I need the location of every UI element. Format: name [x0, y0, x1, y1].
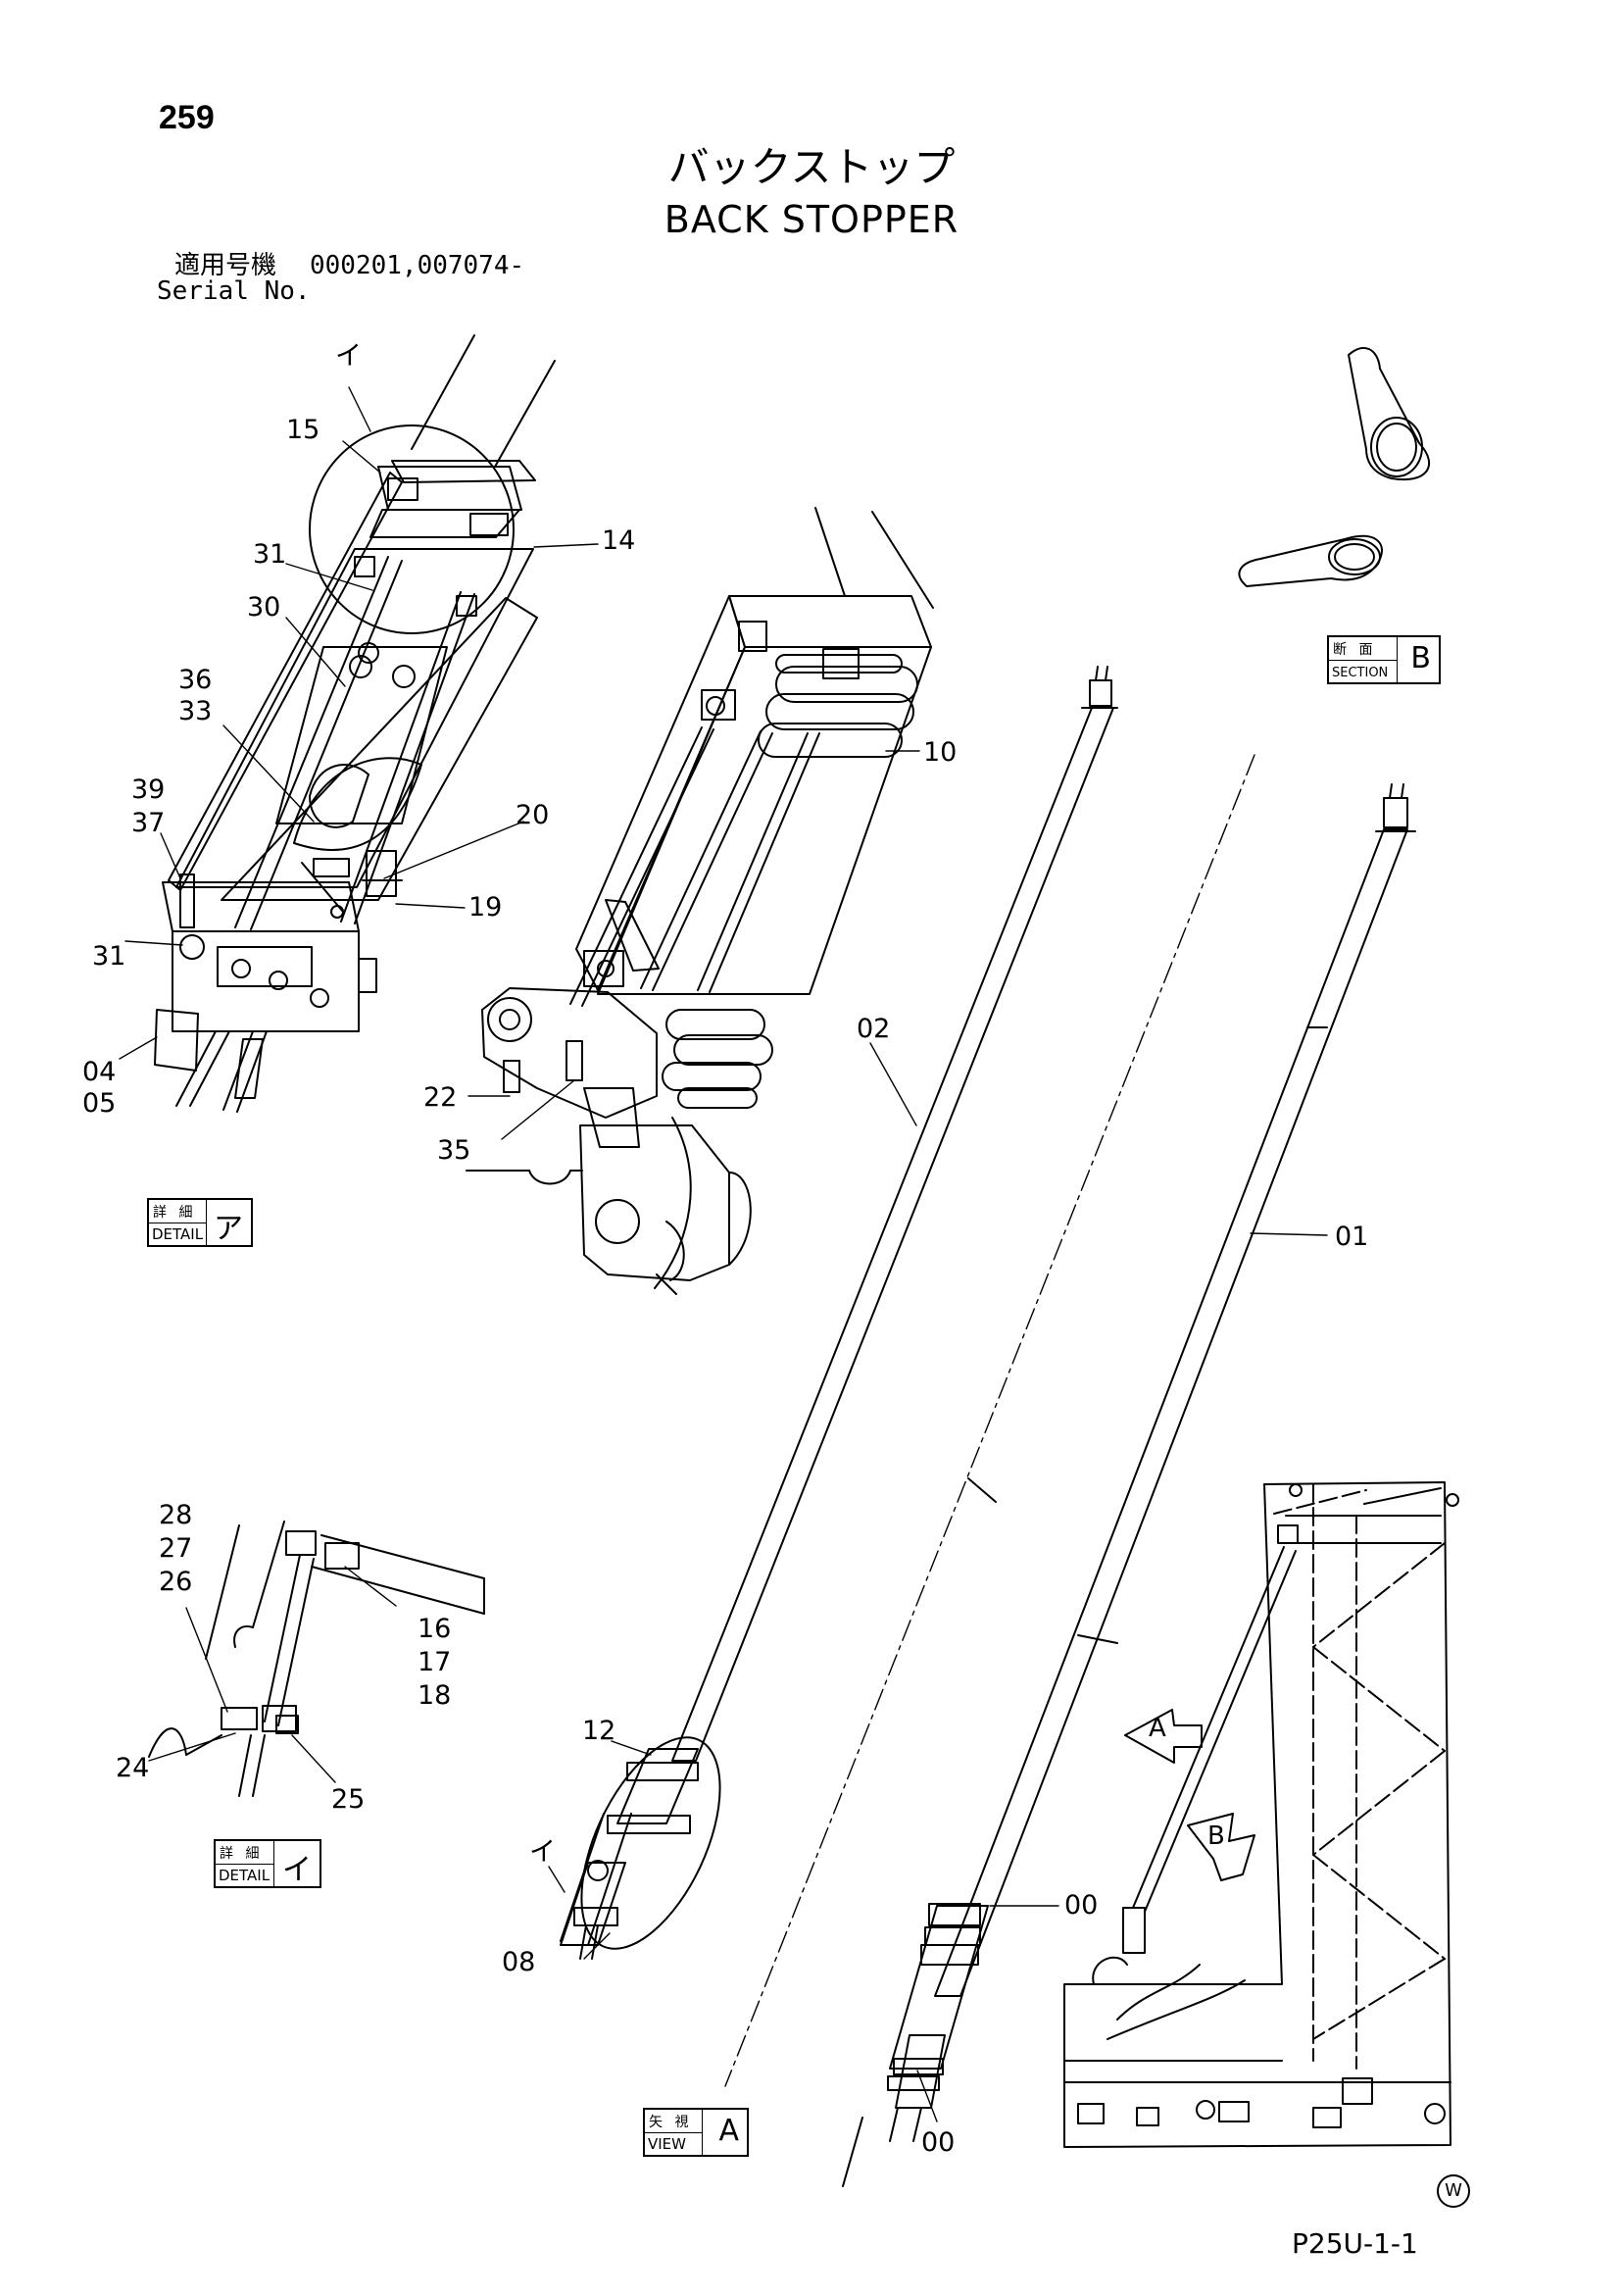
callout-25: 25 [331, 1784, 366, 1815]
callout-12: 12 [582, 1716, 616, 1746]
callout-35: 35 [437, 1135, 471, 1166]
watermark-w: W [1437, 2174, 1470, 2208]
detail-i-drawing [149, 1522, 484, 1796]
sheet-code: P25U-1-1 [1292, 2227, 1418, 2260]
view-b-marker: B [1207, 1822, 1225, 1851]
callout-01: 01 [1335, 1222, 1369, 1252]
detail-a-drawing [155, 335, 555, 1112]
callout-00-upper: 00 [1064, 1890, 1099, 1921]
callout-04: 04 [82, 1057, 117, 1087]
callout-17: 17 [418, 1647, 452, 1677]
serial-label-japanese: 適用号機 [174, 251, 277, 280]
middle-assembly-drawing [467, 508, 933, 1294]
serial-label-english: Serial No. [157, 276, 311, 306]
callout-10: 10 [923, 737, 958, 768]
callout-16: 16 [418, 1614, 452, 1644]
view-a-label-key: A [718, 2114, 739, 2148]
callout-26: 26 [159, 1567, 193, 1597]
detail-i-label-box: 詳 細 DETAIL イ [214, 1839, 321, 1888]
callout-00-lower: 00 [921, 2127, 956, 2158]
view-a-arrow [1125, 1710, 1202, 1763]
detail-a-label-box: 詳 細 DETAIL ア [147, 1198, 253, 1247]
view-a-marker: A [1149, 1714, 1166, 1743]
page-number: 259 [159, 99, 215, 136]
callout-33: 33 [178, 696, 213, 726]
detail-a-label-en: DETAIL [152, 1225, 204, 1243]
section-b-label-jp: 断 面 [1333, 642, 1377, 658]
callout-22: 22 [423, 1082, 458, 1113]
view-a-label-box: 矢 視 VIEW A [643, 2108, 749, 2157]
serial-values: 000201,007074- [310, 251, 525, 280]
callout-31-lower: 31 [92, 941, 126, 972]
callout-15: 15 [286, 415, 320, 445]
detail-i-label-en: DETAIL [219, 1867, 270, 1884]
callout-02: 02 [857, 1014, 891, 1044]
callout-36: 36 [178, 665, 213, 695]
tube-01-leaders [917, 1233, 1327, 2121]
view-b-arrow [1188, 1814, 1254, 1880]
detail-i-leaders [149, 1567, 396, 1782]
section-b-label-box: 断 面 SECTION B [1327, 635, 1441, 684]
tube-02-leaders [549, 1043, 916, 1959]
title-english: BACK STOPPER [664, 198, 959, 241]
view-a-label-en: VIEW [648, 2135, 686, 2153]
detail-a-label-key: ア [214, 1212, 243, 1246]
callout-08: 08 [502, 1947, 536, 1977]
callout-05: 05 [82, 1088, 117, 1119]
crane-boom-drawing [1064, 1482, 1458, 2147]
callout-28: 28 [159, 1500, 193, 1530]
callout-i-mid: イ [529, 1837, 556, 1868]
callout-30: 30 [247, 592, 281, 623]
view-a-label-jp: 矢 視 [649, 2115, 693, 2130]
detail-i-label-jp: 詳 細 [220, 1846, 264, 1862]
callout-19: 19 [468, 892, 503, 923]
back-stopper-tube-01 [843, 784, 1415, 2186]
callout-31-upper: 31 [253, 539, 287, 570]
detail-a-leaders [120, 387, 598, 1059]
callout-39: 39 [131, 774, 166, 805]
title-japanese: バックストップ [667, 143, 956, 191]
callout-37: 37 [131, 808, 166, 838]
section-b-label-en: SECTION [1332, 666, 1389, 680]
section-b-label-key: B [1410, 641, 1431, 675]
callout-27: 27 [159, 1533, 193, 1564]
middle-assembly-leaders [468, 751, 919, 1139]
section-b-drawing [1239, 348, 1429, 586]
callout-i-top: イ [335, 341, 362, 372]
callout-14: 14 [602, 525, 636, 556]
callout-24: 24 [116, 1753, 150, 1783]
callout-20: 20 [516, 800, 550, 830]
detail-a-label-jp: 詳 細 [153, 1205, 197, 1221]
back-stopper-tube-02 [553, 667, 1117, 1970]
callout-18: 18 [418, 1680, 452, 1711]
section-line [725, 755, 1254, 2086]
detail-i-label-key: イ [282, 1853, 312, 1887]
